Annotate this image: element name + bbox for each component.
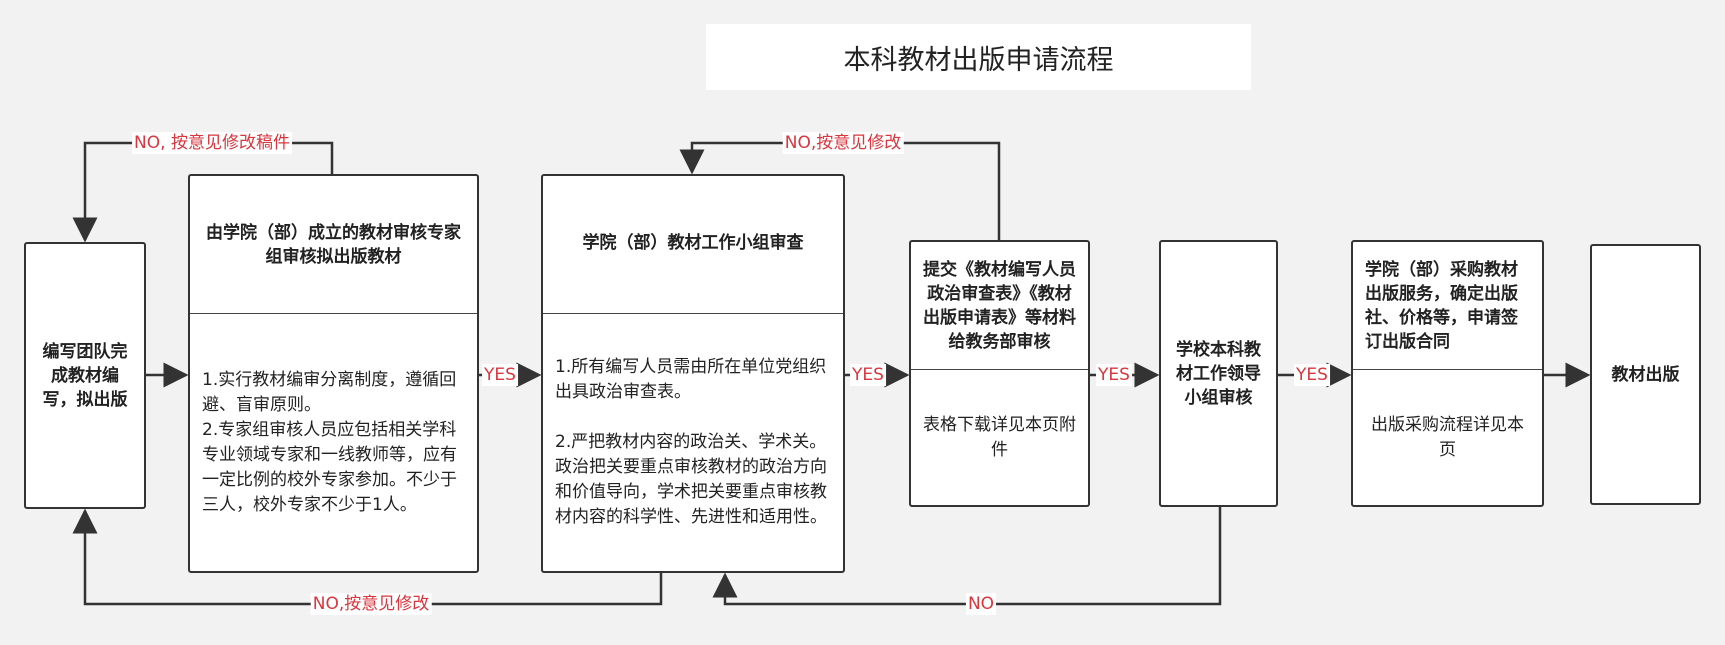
node-publish: 教材出版 <box>1590 244 1701 505</box>
edge-label-no: NO,按意见修改 <box>782 132 904 154</box>
node-title: 由学院（部）成立的教材审核专家组审核拟出版教材 <box>206 222 461 267</box>
node-title: 学院（部）采购教材出版服务，确定出版社、价格等，申请签订出版合同 <box>1365 259 1518 352</box>
node-body: 1.实行教材编审分离制度，遵循回避、盲审原则。 2.专家组审核人员应包括相关学科… <box>190 313 477 571</box>
node-school-review: 学校本科教材工作领导小组审核 <box>1159 240 1278 507</box>
node-college-review: 学院（部）教材工作小组审查 1.所有编写人员需由所在单位党组织出具政治审查表。 … <box>541 174 845 573</box>
edge-label-yes: YES <box>1096 364 1132 386</box>
edge-label-yes: YES <box>850 364 886 386</box>
node-body: 出版采购流程详见本页 <box>1353 369 1542 505</box>
node-team-writing: 编写团队完成教材编写，拟出版 <box>24 242 146 509</box>
edge-label-no: NO <box>965 593 997 615</box>
node-title: 学院（部）教材工作小组审查 <box>582 233 804 253</box>
node-title: 编写团队完成教材编写，拟出版 <box>42 341 128 410</box>
node-submit-materials: 提交《教材编写人员政治审查表》《教材出版申请表》等材料给教务部审核 表格下载详见… <box>909 240 1090 507</box>
node-title: 提交《教材编写人员政治审查表》《教材出版申请表》等材料给教务部审核 <box>923 259 1076 352</box>
node-body: 1.所有编写人员需由所在单位党组织出具政治审查表。 2.严把教材内容的政治关、学… <box>543 313 843 571</box>
node-procurement: 学院（部）采购教材出版服务，确定出版社、价格等，申请签订出版合同 出版采购流程详… <box>1351 240 1544 507</box>
diagram-title: 本科教材出版申请流程 <box>706 24 1251 90</box>
node-body: 表格下载详见本页附件 <box>911 369 1088 505</box>
edge-label-yes: YES <box>482 364 518 386</box>
edge-label-no: NO, 按意见修改稿件 <box>132 132 292 154</box>
node-expert-review: 由学院（部）成立的教材审核专家组审核拟出版教材 1.实行教材编审分离制度，遵循回… <box>188 174 479 573</box>
edge-label-no: NO,按意见修改 <box>310 593 432 615</box>
node-title: 教材出版 <box>1611 364 1680 385</box>
node-title: 学校本科教材工作领导小组审核 <box>1176 339 1261 408</box>
edge-label-yes: YES <box>1294 364 1330 386</box>
